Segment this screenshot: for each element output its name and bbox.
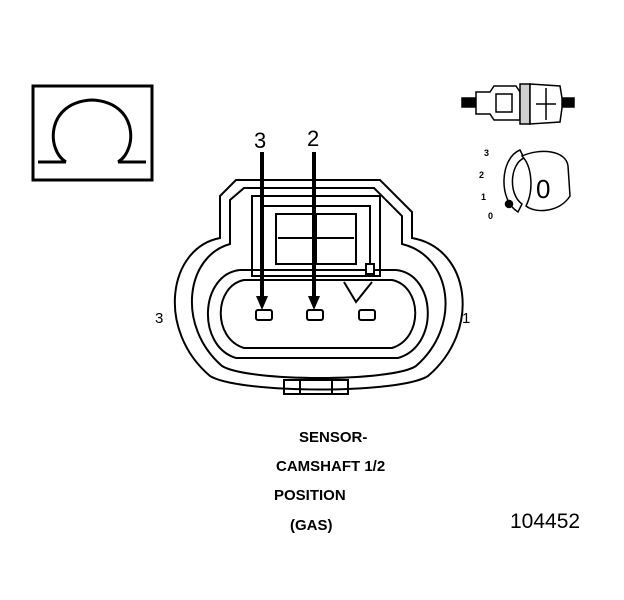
- caption-line-1: SENSOR-: [299, 429, 368, 446]
- position-scale-3: 3: [484, 148, 490, 158]
- pin-cavity-2: [306, 309, 324, 321]
- figure-id: 104452: [510, 510, 581, 533]
- position-scale-0: 0: [488, 211, 494, 221]
- ohm-symbol-icon: [31, 84, 154, 182]
- arrow-label-pin-3: 3: [254, 128, 267, 153]
- connector-position-locator-icon: [503, 149, 571, 214]
- connector-face: [173, 179, 464, 395]
- position-indicator-zero: 0: [536, 174, 551, 204]
- caption-line-4: (GAS): [290, 517, 333, 534]
- arrow-pin-2: [308, 152, 320, 310]
- pin-cavity-1: [358, 309, 376, 321]
- arrow-label-pin-2: 2: [307, 126, 320, 151]
- connector-side-view-icon: [461, 83, 575, 125]
- caption-line-2: CAMSHAFT 1/2: [276, 458, 386, 475]
- side-label-pin-1: 1: [462, 310, 471, 327]
- keying-wedge: [343, 281, 373, 304]
- caption-line-3: POSITION: [274, 487, 346, 504]
- side-label-pin-3: 3: [155, 310, 164, 327]
- pin-cavity-3: [255, 309, 273, 321]
- position-scale-2: 2: [479, 170, 485, 180]
- position-scale-1: 1: [481, 192, 487, 202]
- arrow-pin-3: [256, 152, 268, 310]
